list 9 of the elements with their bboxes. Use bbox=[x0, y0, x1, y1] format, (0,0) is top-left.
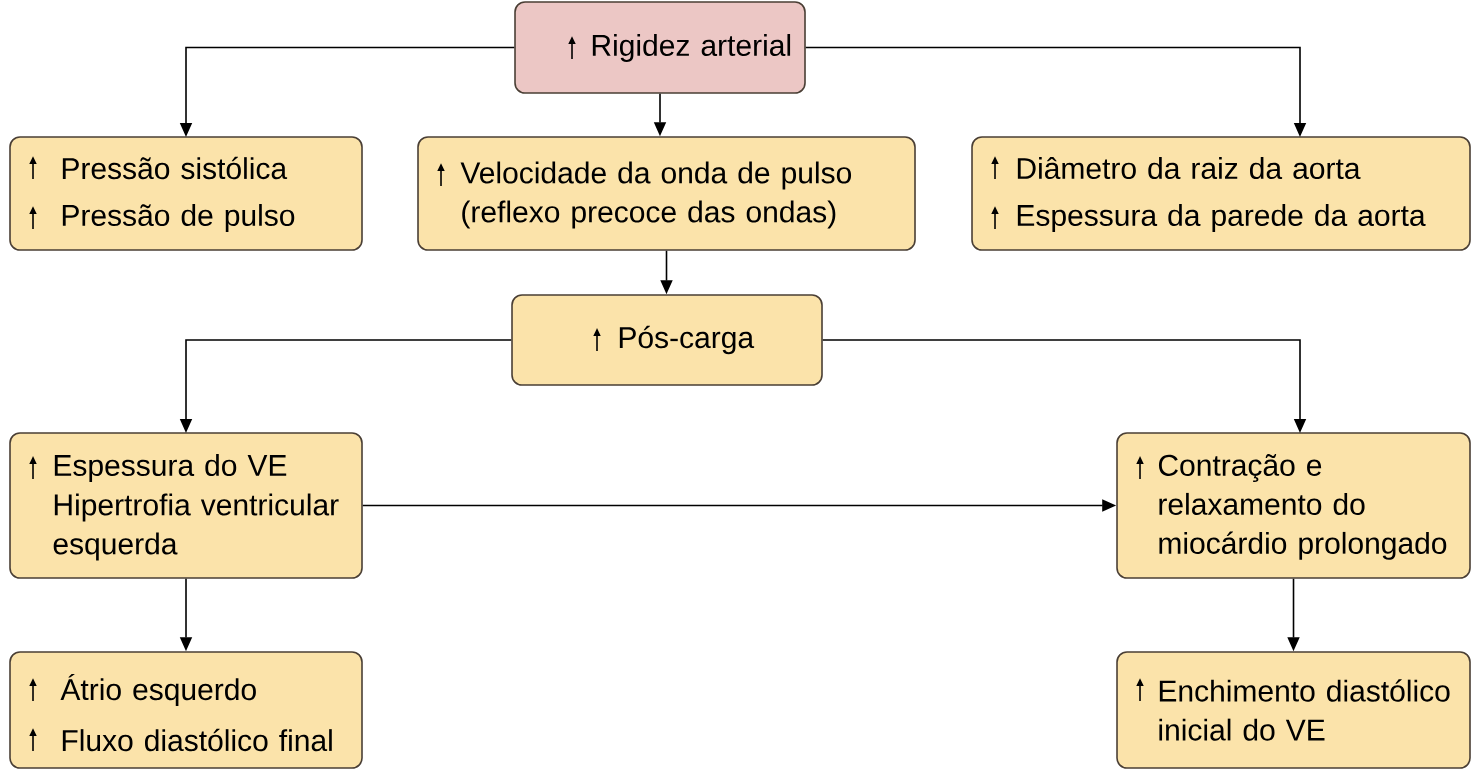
process-box: Pós-carga bbox=[511, 294, 823, 386]
process-box: Velocidade da onda de pulso (reflexo precoce das ondas) bbox=[417, 136, 916, 251]
process-box: Diâmetro da raiz da aorta Espessura da parede da aorta bbox=[971, 136, 1471, 251]
process-box: Pressão sistólica Pressão de pulso bbox=[9, 136, 363, 251]
process-box: Contração e relaxamento do miocárdio prolongado bbox=[1116, 432, 1471, 579]
process-box: Enchimento diastólico inicial do VE bbox=[1116, 651, 1471, 769]
process-box: Rigidez arterial bbox=[514, 1, 806, 94]
process-box: Espessura do VE Hipertrofia ventricular esquerda bbox=[9, 432, 363, 579]
process-box: Átrio esquerdo Fluxo diastólico final bbox=[9, 651, 363, 769]
